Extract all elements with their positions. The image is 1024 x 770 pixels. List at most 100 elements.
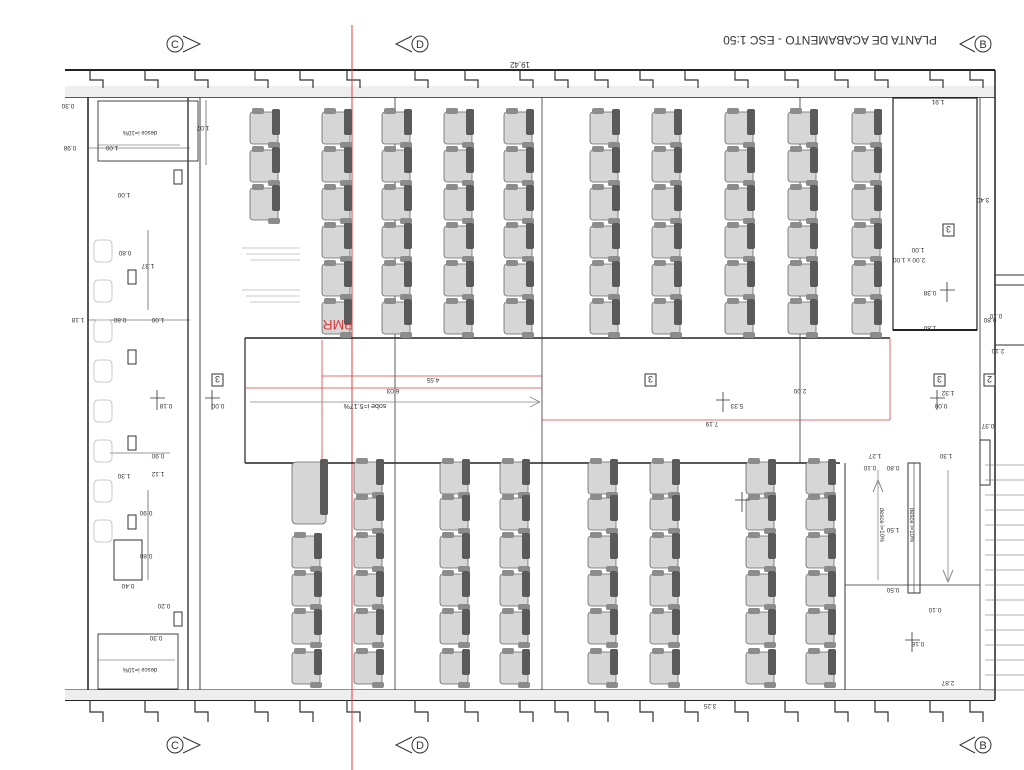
dimension-label: 1.37 bbox=[141, 262, 154, 269]
level-markers bbox=[150, 282, 955, 652]
wheelchair-space bbox=[291, 459, 328, 525]
seat bbox=[805, 570, 836, 610]
seat bbox=[321, 298, 352, 338]
dimension-label: 0.80 bbox=[886, 464, 899, 471]
dimension-label: 0.80 bbox=[983, 316, 996, 323]
seat bbox=[587, 458, 618, 498]
total-dimension: 19,42 bbox=[509, 60, 530, 69]
seat bbox=[745, 532, 776, 572]
seat bbox=[805, 532, 836, 572]
seat bbox=[321, 108, 352, 148]
wall-columns bbox=[89, 70, 984, 722]
seat bbox=[651, 184, 682, 224]
dimension-label: 0.98 bbox=[63, 144, 76, 151]
seat bbox=[381, 108, 412, 148]
dimension-label: 1.32 bbox=[941, 389, 954, 396]
axis-label-d-bottom: D bbox=[416, 740, 424, 752]
seat bbox=[649, 608, 680, 648]
dimension-label: 1.00 bbox=[151, 316, 164, 323]
dimension-label: 0.37 bbox=[981, 422, 994, 429]
stair-note-2: desce i=10% bbox=[878, 508, 884, 543]
seat bbox=[381, 222, 412, 262]
seat bbox=[724, 298, 755, 338]
seat bbox=[805, 458, 836, 498]
dimension-label: 0.10 bbox=[928, 606, 941, 613]
dimension-label: 0.10 bbox=[863, 464, 876, 471]
dimension-label: 0.80 bbox=[118, 249, 131, 256]
seat bbox=[499, 648, 530, 688]
seat bbox=[249, 184, 280, 224]
seat bbox=[439, 494, 470, 534]
seat bbox=[439, 608, 470, 648]
room-tags: 3 3 3 2 3 bbox=[211, 223, 996, 387]
seat bbox=[249, 108, 280, 148]
left-rooms: desce i=10% desce i=10% bbox=[88, 100, 300, 690]
dimension-label: 0.30 bbox=[61, 102, 74, 109]
dimension-label: 0.10 bbox=[989, 312, 1002, 319]
seat bbox=[724, 260, 755, 300]
stair-note-1: desce i=10% bbox=[908, 508, 914, 543]
dimension-label: 7.19 bbox=[705, 420, 718, 427]
seat bbox=[787, 222, 818, 262]
seat bbox=[439, 458, 470, 498]
dimension-label: 0.50 bbox=[886, 586, 899, 593]
seat bbox=[724, 108, 755, 148]
seat bbox=[787, 108, 818, 148]
dimension-label: 1.30 bbox=[117, 472, 130, 479]
seat bbox=[649, 532, 680, 572]
seat bbox=[787, 298, 818, 338]
dimension-label: 1.27 bbox=[868, 452, 881, 459]
seat bbox=[587, 532, 618, 572]
seat bbox=[745, 608, 776, 648]
central-aisle bbox=[244, 97, 891, 690]
seat bbox=[649, 570, 680, 610]
pmr-label: PMR bbox=[322, 317, 353, 333]
seat bbox=[499, 494, 530, 534]
seat bbox=[851, 298, 882, 338]
seat bbox=[499, 608, 530, 648]
dimension-label: 0.80 bbox=[139, 552, 152, 559]
dimension-label: 0.30 bbox=[149, 634, 162, 641]
seat bbox=[651, 260, 682, 300]
ramp-note: sobe i=5.17% bbox=[344, 402, 387, 409]
seat bbox=[745, 570, 776, 610]
seat bbox=[851, 260, 882, 300]
seat bbox=[381, 184, 412, 224]
seat bbox=[443, 298, 474, 338]
seat bbox=[651, 222, 682, 262]
dimension-label: 0.90 bbox=[139, 509, 152, 516]
seat bbox=[291, 532, 322, 572]
seat bbox=[381, 260, 412, 300]
dimension-label: 1.00 bbox=[105, 144, 118, 151]
seat bbox=[443, 108, 474, 148]
seat bbox=[589, 222, 620, 262]
dimension-label: 2.10 bbox=[991, 347, 1004, 354]
seat bbox=[587, 608, 618, 648]
right-room bbox=[844, 97, 1024, 691]
seat bbox=[787, 146, 818, 186]
seat bbox=[724, 146, 755, 186]
dimension-label: 1.00 bbox=[117, 191, 130, 198]
seat bbox=[439, 532, 470, 572]
seat bbox=[499, 532, 530, 572]
dimension-label: 0.16 bbox=[911, 640, 924, 647]
seat bbox=[353, 608, 384, 648]
seat bbox=[503, 298, 534, 338]
room-tag-2: 3 bbox=[648, 374, 653, 384]
seat bbox=[745, 648, 776, 688]
axis-markers: C D B C D B bbox=[166, 35, 992, 754]
dimension-label: 1.50 bbox=[886, 526, 899, 533]
dimension-label: 4.55 bbox=[426, 376, 439, 383]
dimension-label: 6.03 bbox=[386, 387, 399, 394]
seat bbox=[787, 184, 818, 224]
seat bbox=[353, 570, 384, 610]
left-room-note-top: desce i=10% bbox=[122, 129, 157, 135]
seat bbox=[587, 648, 618, 688]
seat bbox=[443, 146, 474, 186]
seat bbox=[503, 260, 534, 300]
dimension-label: 2.00 bbox=[793, 387, 806, 394]
seat bbox=[381, 146, 412, 186]
seat bbox=[745, 494, 776, 534]
seat bbox=[649, 648, 680, 688]
